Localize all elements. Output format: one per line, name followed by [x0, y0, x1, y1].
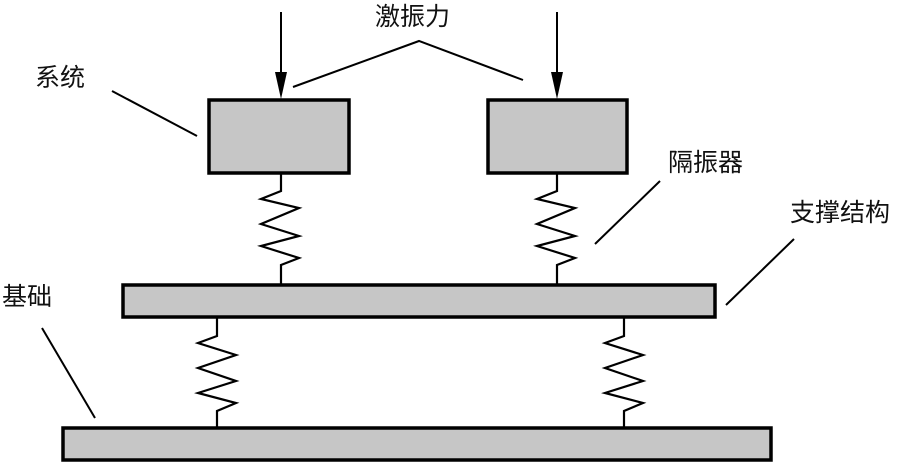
- leader-foundation: [41, 327, 96, 419]
- leader-excitation-force: [292, 39, 524, 88]
- system-mass-right: [486, 98, 629, 175]
- support-structure-plate: [121, 283, 717, 319]
- leader-system: [111, 90, 198, 137]
- isolator-spring-upper-left: [257, 173, 303, 286]
- isolator-spring-upper-right: [533, 173, 579, 286]
- isolator-spring-lower-right: [601, 317, 647, 428]
- isolator-spring-lower-left: [194, 317, 240, 428]
- excitation-arrow-left: [275, 12, 287, 99]
- label-excitation-force: 激振力: [375, 2, 450, 31]
- leader-isolator: [594, 180, 661, 245]
- label-isolator: 隔振器: [668, 148, 743, 177]
- label-foundation: 基础: [2, 282, 52, 311]
- excitation-arrow-right: [551, 12, 563, 99]
- label-support-structure: 支撑结构: [790, 198, 890, 227]
- system-mass-left: [207, 98, 351, 175]
- foundation-plate: [61, 426, 773, 462]
- leader-support-structure: [725, 238, 795, 306]
- label-system: 系统: [35, 63, 85, 92]
